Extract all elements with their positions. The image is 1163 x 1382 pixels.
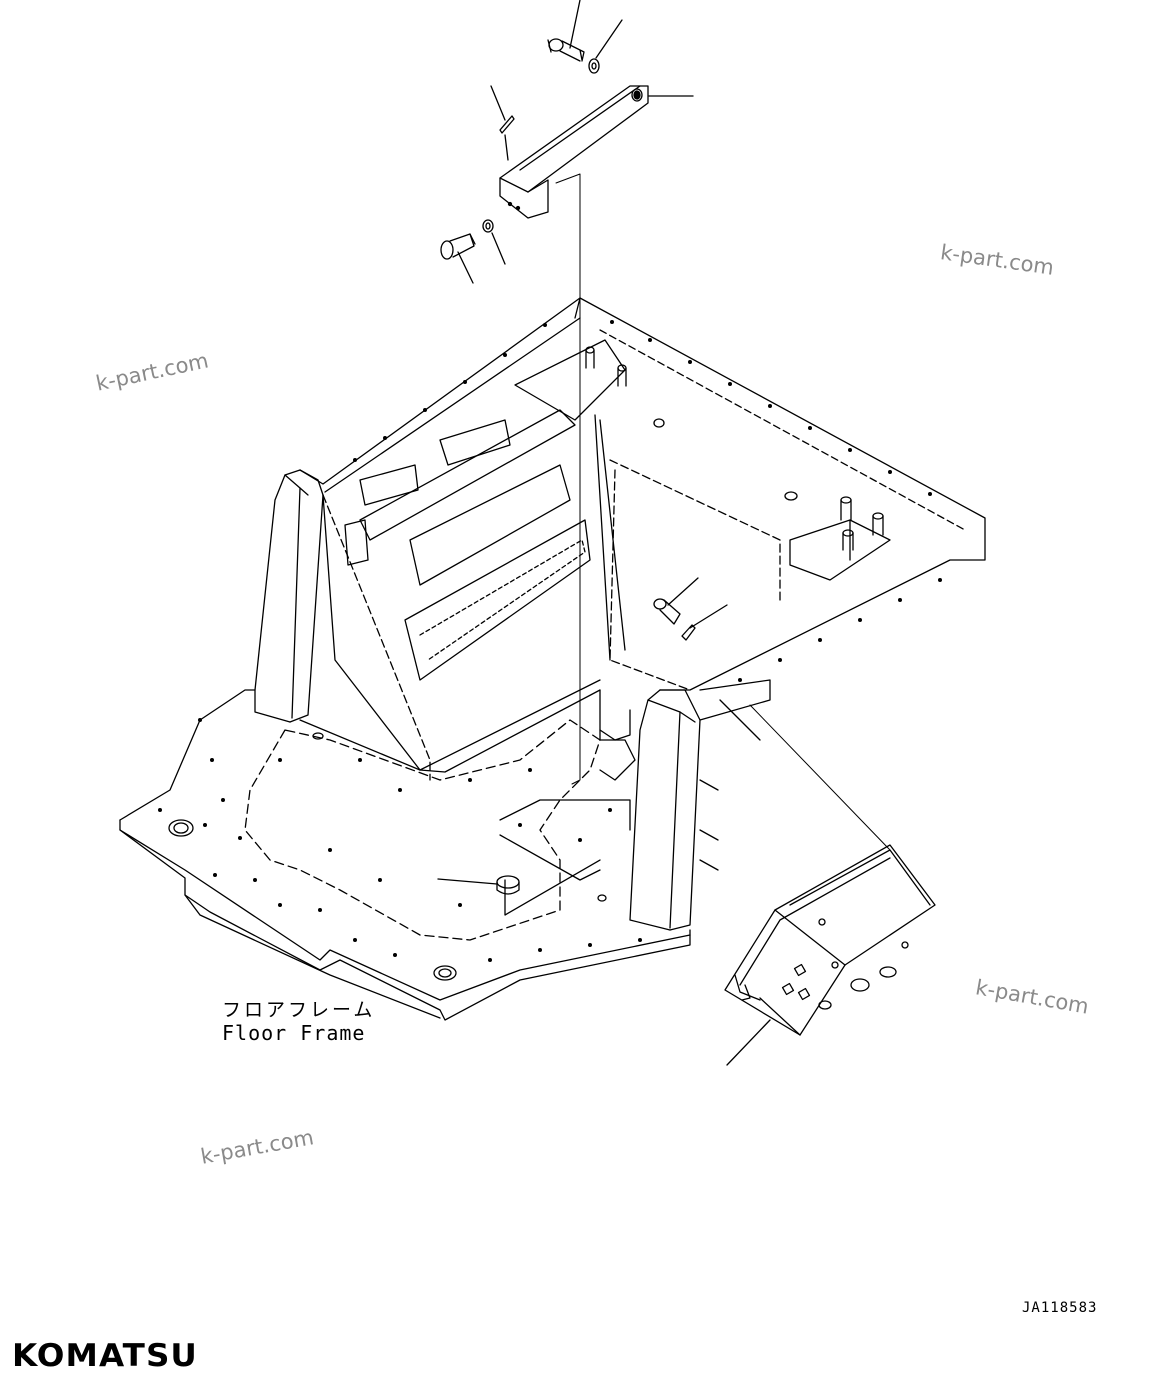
lower-bolt xyxy=(440,233,476,284)
komatsu-logo: KOMATSU xyxy=(12,1338,198,1374)
mount-bolt xyxy=(653,577,699,625)
spring-pin xyxy=(681,604,728,641)
rail-holes xyxy=(353,320,942,682)
controller-box xyxy=(724,704,936,1066)
floor-plug xyxy=(437,875,520,895)
cotter-pin xyxy=(490,85,515,161)
floor-frame xyxy=(119,689,691,1021)
floor-frame-label-en: Floor Frame xyxy=(222,1021,366,1045)
top-washer xyxy=(588,19,623,74)
bracket-bar xyxy=(499,85,694,219)
top-bolt xyxy=(547,0,585,62)
lower-washer xyxy=(482,219,506,265)
cab-frame xyxy=(254,297,986,931)
drawing-code: JA118583 xyxy=(1022,1300,1098,1316)
floor-holes xyxy=(158,718,642,962)
floor-frame-label-jp: フロアフレーム xyxy=(222,999,376,1021)
